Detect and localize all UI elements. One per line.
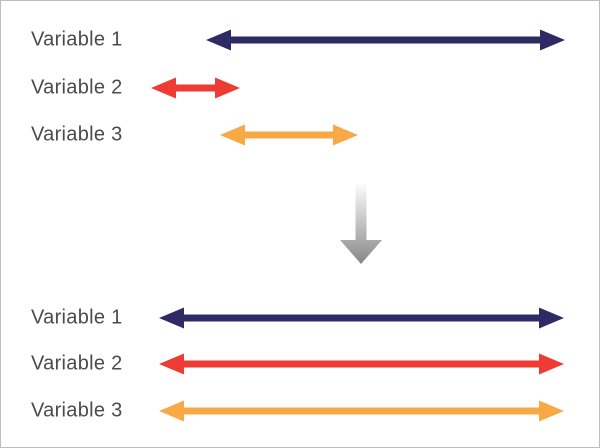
after-variable-3-range-arrow (159, 400, 564, 422)
before-variable-3-range-arrow (220, 124, 358, 146)
before-variable-2-label: Variable 2 (31, 76, 123, 99)
after-variable-2-range-arrow (159, 353, 564, 375)
after-variable-1-range-arrow (159, 307, 564, 329)
after-variable-3-label: Variable 3 (31, 399, 123, 422)
before-variable-3-label: Variable 3 (31, 123, 123, 146)
before-variable-1-range-arrow (206, 29, 565, 51)
scale-transform-down-arrow-icon (340, 184, 382, 264)
after-variable-1-label: Variable 1 (31, 306, 123, 329)
after-variable-2-label: Variable 2 (31, 352, 123, 375)
before-variable-1-label: Variable 1 (31, 28, 123, 51)
before-variable-2-range-arrow (151, 77, 240, 99)
